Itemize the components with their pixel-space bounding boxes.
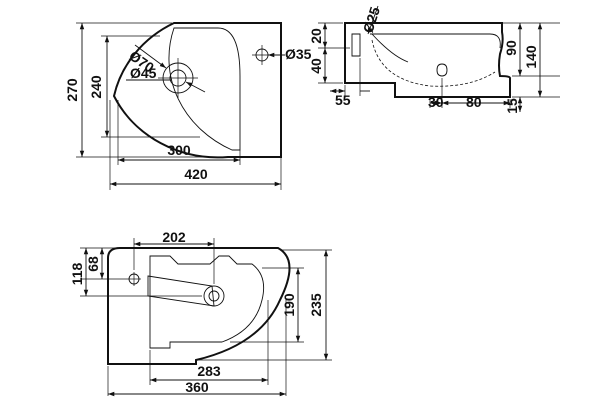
dim-140-label: 140 [523,45,539,69]
dim-190-label: 190 [281,293,297,317]
bottom-drain-inner [208,290,220,302]
basin-bowl [168,27,241,151]
d45-tail [185,81,206,93]
d35-label: Ø35 [285,46,312,62]
side-view: Ø25 20 40 55 30 80 90 140 15 [308,5,560,114]
bottom-view: 202 118 68 190 235 283 360 [69,229,332,397]
d25-leader [367,5,379,35]
side-profile-outline [344,22,511,98]
bottom-recess [149,255,265,349]
dim-40-label: 40 [308,58,324,74]
side-overflow-channel [371,33,409,63]
dim-90-label: 90 [503,40,519,56]
side-overflow-slot [351,33,361,57]
dim-118-label: 118 [69,262,85,285]
d25-label: Ø25 [360,5,383,35]
dim-68-label: 68 [85,256,101,272]
side-bowl-inner-dashed [371,39,496,87]
dim-15-label: 15 [504,98,520,114]
dim-420-label: 420 [184,166,208,182]
d45-label: Ø45 [130,65,157,81]
bottom-drain-circle [203,285,225,307]
dim-80-label: 80 [466,94,482,110]
bottom-drain-channel [147,275,215,307]
dim-270-label: 270 [64,78,80,102]
dim-300-label: 300 [167,142,191,158]
dim-30-label: 30 [428,94,444,110]
side-bowl-top-line [370,33,501,49]
dim-202-label: 202 [162,229,186,245]
dim-240-label: 240 [88,75,104,99]
top-view: Ø70 Ø45 Ø35 270 240 300 420 [64,22,312,190]
dim-20-label: 20 [308,28,324,44]
d70-leader [134,44,167,69]
side-drain-hole [436,63,448,77]
dim-55-label: 55 [335,92,351,108]
dim-235-label: 235 [308,293,324,317]
bottom-outline [107,247,291,365]
dim-283-label: 283 [197,363,221,379]
dim-360-label: 360 [185,379,209,395]
